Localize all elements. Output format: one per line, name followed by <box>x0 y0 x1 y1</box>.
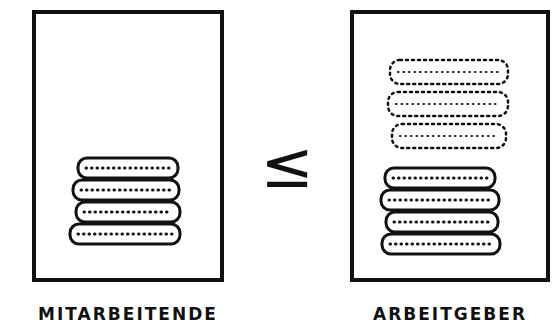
money-box: ARBEITGEBER <box>350 10 550 282</box>
coin <box>76 202 180 222</box>
missing-coin <box>390 60 508 84</box>
coin <box>381 190 499 210</box>
group-label: MITARBEITENDE <box>38 304 218 324</box>
coin <box>382 234 500 254</box>
missing-coin <box>388 92 508 116</box>
money-box: MITARBEITENDE <box>32 10 224 282</box>
coin <box>385 168 495 188</box>
coin <box>73 180 179 200</box>
coin <box>78 158 178 178</box>
group-label: ARBEITGEBER <box>373 304 527 324</box>
coin <box>386 212 498 232</box>
coin <box>70 224 180 244</box>
comparison-symbol: ≤ <box>260 133 314 197</box>
missing-coin <box>392 124 506 148</box>
